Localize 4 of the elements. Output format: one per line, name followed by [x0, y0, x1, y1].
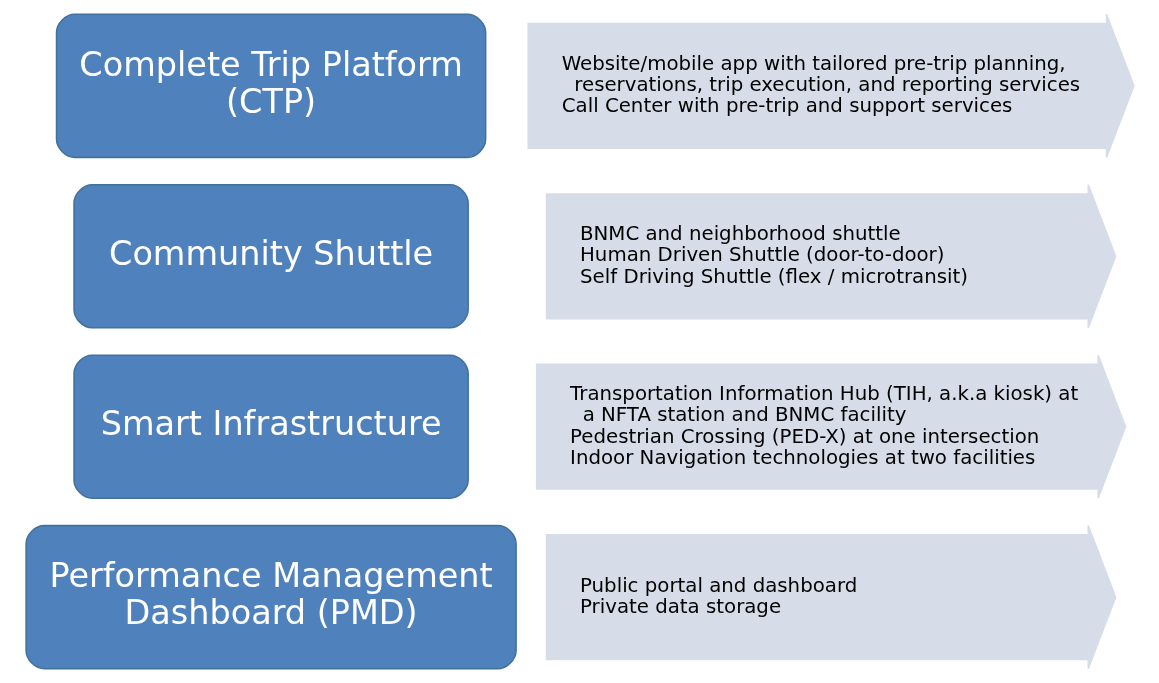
- node-box: Performance Management Dashboard (PMD): [24, 524, 517, 670]
- node-box: Complete Trip Platform (CTP): [55, 13, 486, 159]
- node-box: Smart Infrastructure: [72, 354, 469, 499]
- node-box: Community Shuttle: [72, 184, 469, 329]
